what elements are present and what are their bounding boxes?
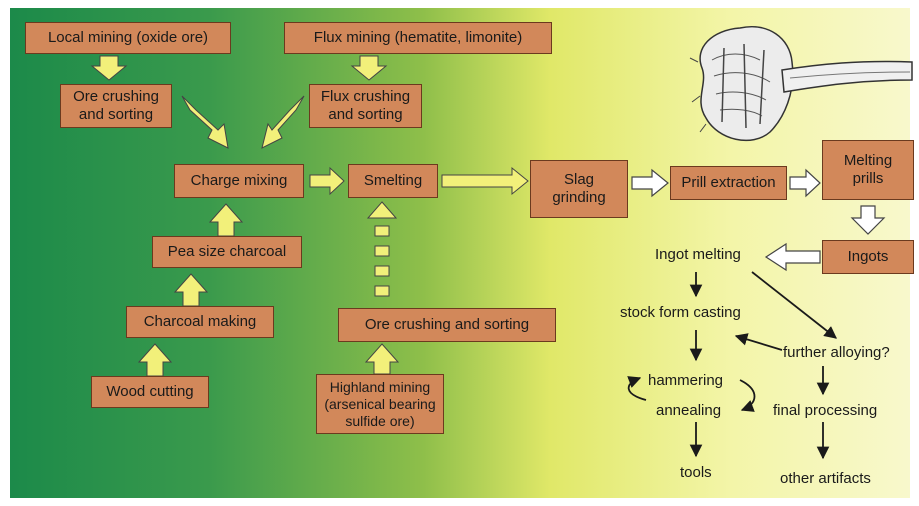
block-arrow [309, 166, 345, 196]
label-ingot-melting: Ingot melting [655, 246, 741, 263]
hollow-arrow [850, 205, 886, 235]
box-flux-crushing: Flux crushing and sorting [309, 84, 422, 128]
box-wood-cutting: Wood cutting [91, 376, 209, 408]
block-arrow [90, 55, 128, 81]
box-charcoal-making: Charcoal making [126, 306, 274, 338]
block-arrow [173, 273, 209, 307]
box-ingots: Ingots [822, 240, 914, 274]
label-other-artifacts: other artifacts [780, 470, 871, 487]
line-arrow [627, 376, 647, 401]
box-flux-mining: Flux mining (hematite, limonite) [284, 22, 552, 54]
label-final-processing: final processing [773, 402, 878, 419]
block-arrow [261, 95, 305, 149]
hollow-arrow [764, 242, 821, 272]
block-arrow [181, 95, 229, 149]
box-melting-prills: Melting prills [822, 140, 914, 200]
box-smelting: Smelting [348, 164, 438, 198]
label-tools: tools [680, 464, 712, 481]
block-arrow [350, 55, 388, 81]
dashed-arrow [366, 201, 398, 297]
box-charge-mixing: Charge mixing [174, 164, 304, 198]
hollow-arrow [789, 168, 821, 198]
box-ore-crushing-left: Ore crushing and sorting [60, 84, 172, 128]
hollow-arrow [631, 168, 669, 198]
label-annealing: annealing [656, 402, 722, 419]
line-arrow [751, 271, 837, 339]
label-stock-form-casting: stock form casting [620, 304, 741, 321]
box-highland-mining: Highland mining (arsenical bearing sulfi… [316, 374, 444, 434]
block-arrow [208, 203, 244, 237]
label-further-alloying: further alloying? [783, 344, 890, 361]
box-ore-crushing-bottom: Ore crushing and sorting [338, 308, 556, 342]
box-prill-extraction: Prill extraction [670, 166, 787, 200]
block-arrow [137, 343, 173, 377]
block-arrow [364, 343, 400, 375]
box-local-mining: Local mining (oxide ore) [25, 22, 231, 54]
label-hammering: hammering [648, 372, 724, 389]
line-arrow [734, 333, 783, 351]
box-slag-grinding: Slag grinding [530, 160, 628, 218]
block-arrow [441, 166, 529, 196]
box-pea-charcoal: Pea size charcoal [152, 236, 302, 268]
copper-artifact-sketch-icon [689, 26, 913, 142]
line-arrow [739, 379, 756, 412]
